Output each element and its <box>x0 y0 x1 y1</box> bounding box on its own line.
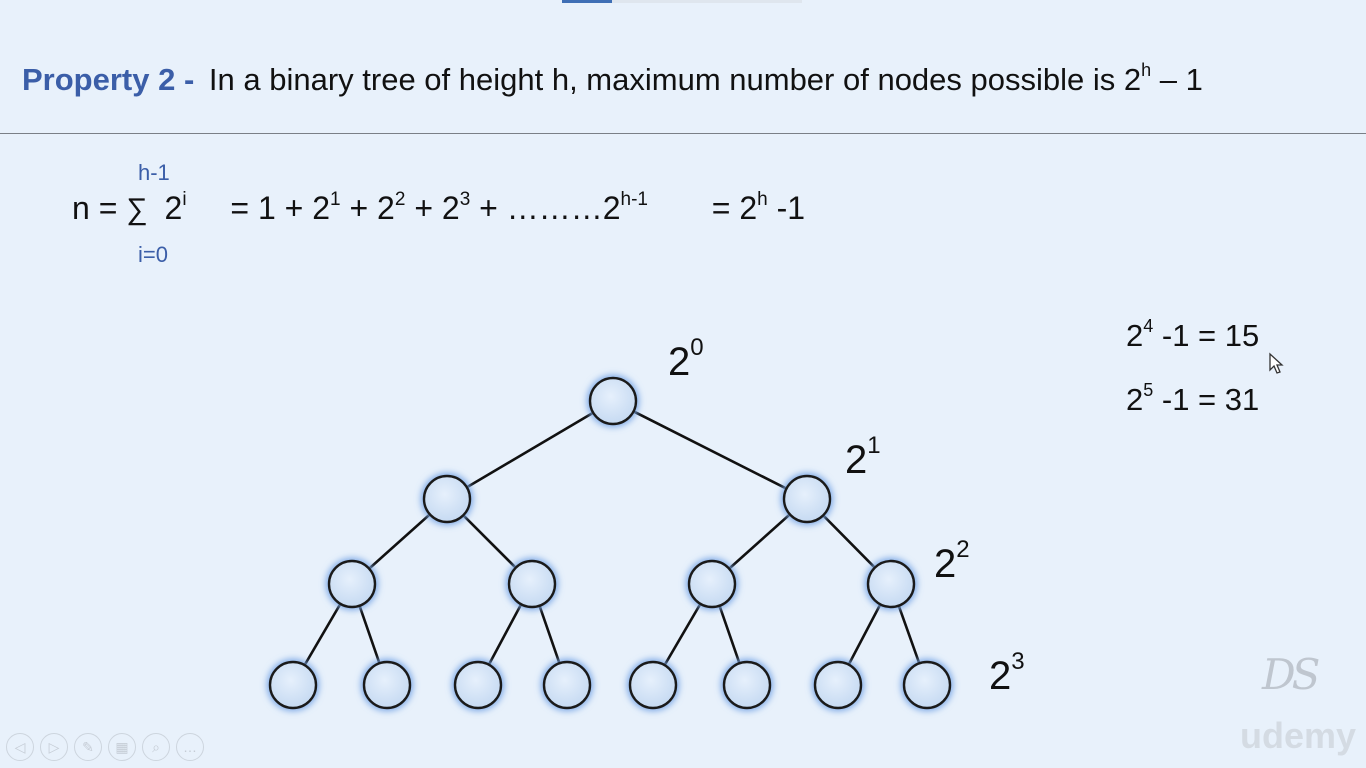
level-exponent: 1 <box>867 432 881 459</box>
level-2-count: 22 <box>934 538 970 587</box>
tree-node <box>587 375 639 427</box>
tree-node <box>901 659 953 711</box>
tree-node <box>267 659 319 711</box>
pen-icon[interactable]: ✎ <box>74 733 102 761</box>
example-height-4: 24 -1 = 15 <box>1126 316 1260 354</box>
sigma-symbol: ∑ <box>126 193 148 226</box>
level-base: 2 <box>989 654 1012 698</box>
tree-node <box>812 659 864 711</box>
more-icon[interactable]: … <box>176 733 204 761</box>
title-text: In a binary tree of height h, maximum nu… <box>208 62 1142 97</box>
expansion-exp-4: h-1 <box>620 189 648 210</box>
sum-formula: n = ∑ 2i = 1 + 21 + 22 + 23 + ………2h-1 = … <box>72 190 805 227</box>
example-exponent: 5 <box>1143 380 1154 400</box>
expansion-part-1: = 1 + 2 <box>230 190 330 226</box>
slide-header: Property 2 - In a binary tree of height … <box>0 0 1366 134</box>
level-base: 2 <box>934 542 957 586</box>
tree-edge <box>446 399 614 501</box>
level-exponent: 3 <box>1011 648 1025 675</box>
level-exponent: 2 <box>956 536 970 563</box>
example-base: 2 <box>1126 318 1144 353</box>
tree-node <box>686 558 738 610</box>
tree-node <box>506 558 558 610</box>
expansion-part-4: + ………2 <box>470 190 621 226</box>
example-base: 2 <box>1126 382 1144 417</box>
tree-edge <box>612 399 808 501</box>
property-label: Property 2 <box>22 62 176 97</box>
sum-lower-limit: i=0 <box>138 242 168 267</box>
ds-logo: DS <box>1262 650 1320 699</box>
title-dash: - <box>175 62 195 97</box>
slides-icon[interactable]: ▦ <box>108 733 136 761</box>
level-base: 2 <box>668 340 691 384</box>
example-height-5: 25 -1 = 31 <box>1126 380 1260 418</box>
expansion-part-3: + 2 <box>405 190 460 226</box>
title-suffix: – 1 <box>1151 62 1203 97</box>
level-1-count: 21 <box>845 434 881 483</box>
level-base: 2 <box>845 438 868 482</box>
expansion-exp-2: 2 <box>394 189 406 210</box>
next-icon[interactable]: ▷ <box>40 733 68 761</box>
formula-n-equals: n = <box>72 190 127 226</box>
formula-term: 2 <box>164 190 183 226</box>
level-3-count: 23 <box>989 650 1025 699</box>
tree-node <box>781 473 833 525</box>
formula-result-exponent: h <box>757 189 768 210</box>
expansion-exp-3: 3 <box>459 189 471 210</box>
tree-node <box>452 659 504 711</box>
formula-result-suffix: -1 <box>767 190 806 226</box>
slide-progress-bar <box>562 0 802 3</box>
tree-node <box>627 659 679 711</box>
tree-node <box>421 473 473 525</box>
tree-node <box>541 659 593 711</box>
expansion-exp-1: 1 <box>330 189 341 210</box>
example-result: -1 = 15 <box>1153 318 1260 353</box>
title-exponent: h <box>1141 60 1152 80</box>
level-exponent: 0 <box>690 334 704 361</box>
udemy-watermark: udemy <box>1240 715 1357 756</box>
mouse-cursor-icon <box>1269 352 1284 374</box>
tree-node <box>865 558 917 610</box>
level-0-count: 20 <box>668 336 704 385</box>
formula-term-exponent: i <box>182 189 187 210</box>
zoom-icon[interactable]: ⌕ <box>142 733 170 761</box>
slide-title: Property 2 - In a binary tree of height … <box>22 60 1203 98</box>
tree-node <box>326 558 378 610</box>
sum-upper-limit: h-1 <box>138 160 170 185</box>
example-result: -1 = 31 <box>1153 382 1260 417</box>
expansion-part-2: + 2 <box>340 190 395 226</box>
slide-controls: ◁ ▷ ✎ ▦ ⌕ … <box>6 733 204 761</box>
example-exponent: 4 <box>1143 316 1154 336</box>
formula-result: = 2 <box>711 190 758 226</box>
prev-icon[interactable]: ◁ <box>6 733 34 761</box>
tree-node <box>361 659 413 711</box>
tree-node <box>721 659 773 711</box>
